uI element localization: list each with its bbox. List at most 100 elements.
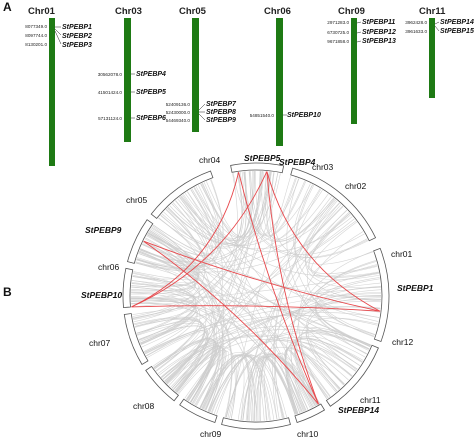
synteny-link xyxy=(199,354,265,421)
chr11-title: Chr11 xyxy=(419,6,446,17)
synteny-link xyxy=(317,272,380,318)
circos-arc-chr08 xyxy=(145,365,179,402)
circos-arc-chr10 xyxy=(221,417,291,430)
synteny-link xyxy=(136,171,246,334)
circos-label-chr01: chr01 xyxy=(391,249,413,259)
synteny-link xyxy=(161,187,219,250)
synteny-link xyxy=(256,355,307,421)
synteny-link xyxy=(140,248,303,413)
synteny-link xyxy=(174,200,340,250)
circos-arc-chr01 xyxy=(373,247,390,343)
circos-label-chr12: chr12 xyxy=(392,337,414,347)
gene-label-stpebp9: StPEBP9 xyxy=(206,117,236,124)
synteny-link xyxy=(304,200,381,289)
synteny-link xyxy=(167,328,370,385)
circos-label-chr05: chr05 xyxy=(126,195,148,205)
gene-label-stpebp13: StPEBP13 xyxy=(362,38,396,45)
pebp-link-stpebp4-stpebp14 xyxy=(266,171,319,405)
synteny-link xyxy=(285,344,349,414)
synteny-link xyxy=(160,171,263,248)
circos-arc-chr02 xyxy=(290,167,377,242)
synteny-link xyxy=(134,317,201,369)
synteny-link xyxy=(184,192,379,277)
pebp-link-stpebp9-stpebp1 xyxy=(143,240,381,312)
synteny-link xyxy=(202,354,239,419)
pebp-link-stpebp10-stpebp1 xyxy=(131,305,381,312)
synteny-link xyxy=(171,184,313,246)
circos-gene-stpebp1: StPEBP1 xyxy=(397,283,434,293)
chr05-pos-7: 52409136.0 xyxy=(166,102,191,107)
synteny-link xyxy=(290,251,373,411)
circos-label-chr08: chr08 xyxy=(133,401,155,411)
circos-label-chr02: chr02 xyxy=(345,181,367,191)
chr05-pos-8: 52430000.0 xyxy=(166,110,191,115)
circos-arc-chr09 xyxy=(179,398,218,423)
pebp-link-stpebp9-stpebp14 xyxy=(143,240,319,405)
chromosome-chr09-ideogram: Chr09 2971283.0 6730725.0 9671858.0 StPE… xyxy=(327,6,396,124)
synteny-link xyxy=(248,171,306,237)
synteny-link xyxy=(148,232,368,354)
chr06-pos-10: 54851540.0 xyxy=(250,113,275,118)
synteny-link xyxy=(131,286,195,319)
circos-label-chr10: chr10 xyxy=(297,429,319,439)
circos-arc-chr05 xyxy=(127,219,154,264)
synteny-link xyxy=(201,183,357,371)
synteny-link xyxy=(141,220,357,348)
synteny-link xyxy=(132,275,372,346)
synteny-link xyxy=(148,231,253,421)
synteny-link xyxy=(132,171,244,317)
chr11-pos-14: 3962428.0 xyxy=(405,20,427,25)
synteny-link xyxy=(136,179,224,269)
circos-label-chr03: chr03 xyxy=(312,162,334,172)
synteny-link xyxy=(200,339,358,409)
chr11-bar xyxy=(429,18,435,98)
circos-label-chr11: chr11 xyxy=(360,395,381,405)
synteny-link xyxy=(243,171,271,235)
synteny-link xyxy=(266,171,297,236)
synteny-link xyxy=(294,331,370,406)
synteny-link xyxy=(133,206,205,319)
synteny-link xyxy=(272,198,335,420)
synteny-link xyxy=(172,345,219,401)
synteny-link xyxy=(303,210,355,256)
circos-arc-chr11 xyxy=(294,403,326,423)
synteny-link xyxy=(294,330,371,407)
synteny-link xyxy=(166,178,300,246)
gene-label-stpebp8: StPEBP8 xyxy=(206,109,236,116)
synteny-link xyxy=(188,171,254,402)
pebp-link-stpebp5-stpebp14 xyxy=(238,172,319,405)
circos-synteny-plot xyxy=(122,162,390,430)
circos-gene-stpebp9: StPEBP9 xyxy=(85,225,122,235)
chr05-title: Chr05 xyxy=(179,6,207,17)
synteny-link xyxy=(160,334,356,378)
pebp-link-stpebp10-stpebp5 xyxy=(131,172,240,308)
chromosome-chr01-ideogram: Chr01 8077349.0 8097744.0 8130201.0 StPE… xyxy=(25,6,92,166)
synteny-link xyxy=(136,197,334,270)
synteny-link xyxy=(152,338,216,403)
synteny-link xyxy=(142,243,232,418)
synteny-link xyxy=(190,172,243,239)
gene-label-stpebp14: StPEBP14 xyxy=(440,19,474,26)
chr03-connectors xyxy=(131,73,135,119)
synteny-link xyxy=(227,175,291,418)
synteny-link xyxy=(241,278,380,421)
synteny-link xyxy=(172,173,238,390)
chr01-pos-2: 8097744.0 xyxy=(25,33,47,38)
chromosome-chr06-ideogram: Chr06 54851540.0 StPEBP10 xyxy=(250,6,321,146)
synteny-link xyxy=(136,191,213,269)
gene-label-stpebp6: StPEBP6 xyxy=(136,115,166,122)
synteny-link xyxy=(131,226,200,288)
synteny-link xyxy=(264,171,370,350)
synteny-link xyxy=(242,204,342,421)
panel-b-letter: B xyxy=(3,285,12,299)
synteny-link xyxy=(274,188,322,419)
gene-label-stpebp2: StPEBP2 xyxy=(62,33,92,40)
chr11-pos-15: 3961633.0 xyxy=(405,29,427,34)
chr09-pos-12: 6730725.0 xyxy=(327,30,349,35)
synteny-link xyxy=(294,185,376,335)
chr05-bar xyxy=(192,18,199,132)
chr03-bar xyxy=(124,18,131,142)
synteny-link xyxy=(181,195,353,252)
